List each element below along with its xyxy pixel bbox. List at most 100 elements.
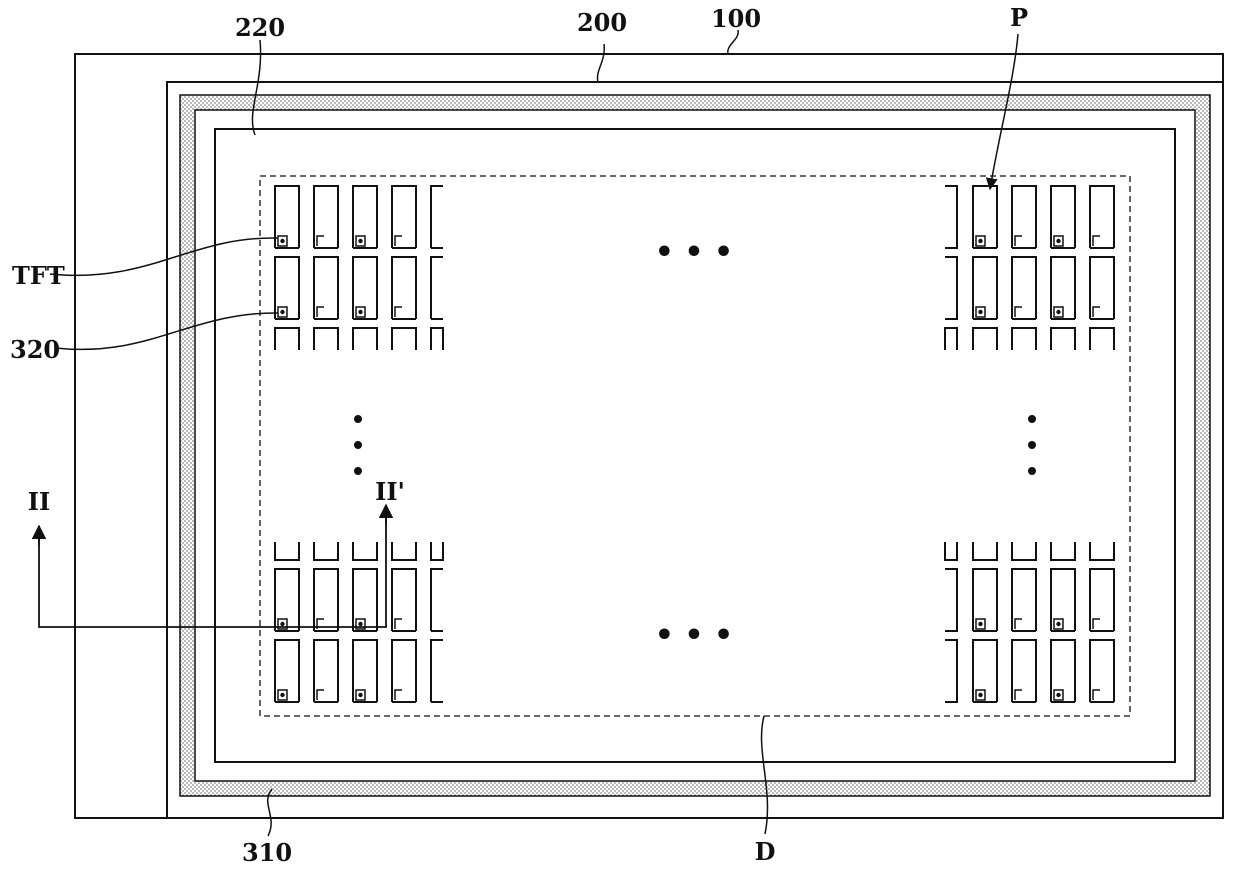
leader-p <box>990 34 1018 189</box>
pixel-partial <box>392 542 416 560</box>
contact-hole <box>358 239 362 243</box>
pixel-cell <box>1090 640 1114 702</box>
contact-hole <box>1056 310 1060 314</box>
pixel-cell <box>314 569 338 631</box>
pixel-cell <box>392 186 416 248</box>
pixel-partial <box>275 328 299 350</box>
contact-hole <box>358 693 362 697</box>
pixel-cell <box>353 257 377 319</box>
pixel-partial <box>1090 328 1114 350</box>
pixel-cell <box>1090 257 1114 319</box>
tft-marker <box>395 690 402 700</box>
contact-hole <box>978 239 982 243</box>
tft-marker <box>1093 236 1100 246</box>
pixel-partial <box>945 542 957 560</box>
tft-marker <box>317 690 324 700</box>
encapsulation-outline <box>167 82 1223 818</box>
pixel-cell <box>1012 640 1036 702</box>
pixel-cell <box>275 257 299 319</box>
ellipsis-top: • • • <box>655 235 733 270</box>
contact-hole <box>358 622 362 626</box>
label-p: P <box>1010 3 1028 32</box>
label-tft: TFT <box>12 261 65 290</box>
label-220: 220 <box>235 13 285 42</box>
pixel-cell <box>1051 186 1075 248</box>
tft-marker <box>395 619 402 629</box>
sealant-inner-edge <box>195 110 1195 781</box>
leader-100 <box>728 30 738 54</box>
tft-marker <box>317 236 324 246</box>
tft-marker <box>395 236 402 246</box>
pixel-partial <box>431 542 443 560</box>
contact-hole <box>358 310 362 314</box>
contact-hole <box>1056 239 1060 243</box>
pixel-cell <box>973 640 997 702</box>
pixel-partial <box>1012 542 1036 560</box>
pixel-cell <box>392 640 416 702</box>
pixel-cell <box>1051 257 1075 319</box>
contact-hole <box>280 693 284 697</box>
substrate-outline <box>75 54 1223 818</box>
pixel-cell <box>353 569 377 631</box>
pixel-partial <box>973 328 997 350</box>
leader-tft <box>50 238 278 275</box>
pixel-cell <box>314 640 338 702</box>
tft-marker <box>1015 690 1022 700</box>
pixel-partial <box>392 328 416 350</box>
pixel-partial <box>1012 328 1036 350</box>
ellipsis-left-vertical <box>354 415 362 475</box>
pixel-cell <box>1051 569 1075 631</box>
label-ii-prime: II' <box>375 477 405 506</box>
pixel-partial <box>353 328 377 350</box>
pixel-partial <box>314 542 338 560</box>
pixel-partial <box>973 542 997 560</box>
tft-marker <box>395 307 402 317</box>
label-200: 200 <box>577 8 627 37</box>
tft-marker <box>1093 619 1100 629</box>
pixel-partial <box>353 542 377 560</box>
pixel-cell <box>353 186 377 248</box>
pixel-cell <box>275 186 299 248</box>
pixel-cell <box>1012 186 1036 248</box>
contact-hole <box>1056 622 1060 626</box>
label-ii: II <box>28 487 50 516</box>
ellipsis-right-vertical <box>1028 415 1036 475</box>
tft-marker <box>317 307 324 317</box>
contact-hole <box>280 239 284 243</box>
contact-hole <box>280 622 284 626</box>
pixel-cell <box>275 569 299 631</box>
pixel-partial <box>1051 542 1075 560</box>
pixel-cell <box>1051 640 1075 702</box>
contact-hole <box>280 310 284 314</box>
pixel-partial <box>1051 328 1075 350</box>
pixel-cell <box>392 257 416 319</box>
pixel-group-bottom-left <box>275 542 443 702</box>
pixel-cell <box>1090 569 1114 631</box>
contact-hole <box>978 310 982 314</box>
pixel-cell <box>973 257 997 319</box>
pixel-partial <box>1090 542 1114 560</box>
tft-marker <box>1093 307 1100 317</box>
pixel-cell <box>1012 257 1036 319</box>
pixel-cell <box>1090 186 1114 248</box>
pixel-partial <box>431 328 443 350</box>
pixel-cell <box>353 640 377 702</box>
contact-hole <box>978 622 982 626</box>
label-320: 320 <box>10 335 60 364</box>
label-d: D <box>755 837 776 866</box>
pixel-cell <box>275 640 299 702</box>
tft-marker <box>1093 690 1100 700</box>
pixel-group-top-left <box>275 186 443 350</box>
label-310: 310 <box>242 838 292 867</box>
pixel-cell <box>1012 569 1036 631</box>
tft-marker <box>1015 619 1022 629</box>
pixel-cell <box>314 186 338 248</box>
pixel-cell <box>314 257 338 319</box>
leader-d <box>762 716 768 834</box>
section-line <box>39 508 386 627</box>
pixel-group-bottom-right <box>945 542 1114 702</box>
pixel-partial <box>275 542 299 560</box>
pixel-partial <box>314 328 338 350</box>
tft-marker <box>1015 236 1022 246</box>
